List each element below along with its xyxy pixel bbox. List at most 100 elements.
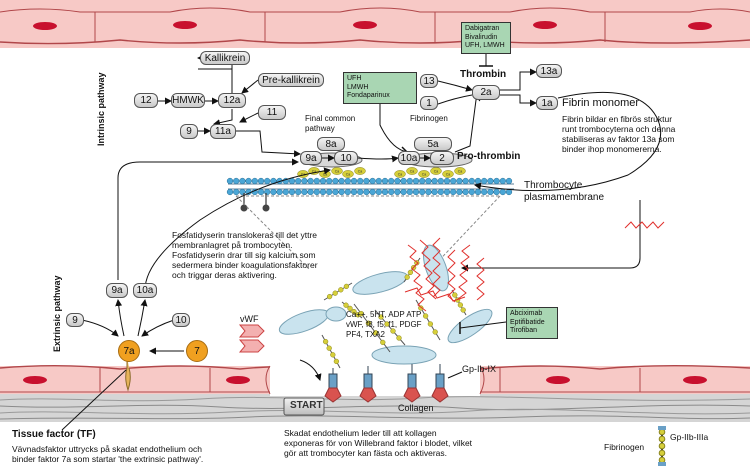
factor-1: 1 bbox=[420, 96, 438, 110]
platelet-membrane bbox=[226, 177, 514, 196]
fibrinogen-bead bbox=[457, 302, 464, 308]
gap-edge-left bbox=[265, 365, 271, 395]
factor-7a: 7a bbox=[118, 340, 140, 362]
lipid-head bbox=[419, 188, 426, 196]
lipid-head bbox=[288, 188, 296, 196]
collagen-fiber bbox=[0, 404, 750, 411]
phosphatidylserine-text: Fosfatidyserin translokeras till det ytt… bbox=[172, 230, 318, 280]
fibrinogen-bead bbox=[326, 293, 333, 300]
lipid-head bbox=[357, 188, 364, 196]
tissue-factor-pointer bbox=[61, 369, 127, 431]
lipid-head bbox=[493, 188, 500, 196]
lipid-head bbox=[307, 188, 314, 196]
start-button[interactable]: START bbox=[290, 400, 323, 411]
top-cell-nucleus bbox=[533, 21, 557, 29]
lipid-head bbox=[369, 177, 376, 185]
fibrinogen-bead bbox=[358, 310, 364, 317]
fibrinogen-bead bbox=[330, 352, 336, 358]
lipid-head bbox=[406, 188, 413, 196]
arrow-13-to-2a bbox=[437, 80, 473, 92]
lipid-head bbox=[319, 188, 327, 196]
top-cell-nucleus bbox=[173, 21, 197, 29]
fibrinogen-bead bbox=[343, 302, 349, 308]
lipid-head bbox=[425, 188, 432, 196]
factor-8a: 8a bbox=[317, 137, 345, 151]
gp-inhibitor-drugs: Abciximab Eptifibatide Tirofiban bbox=[506, 307, 558, 339]
legend-fibrinogen-gp-glyph bbox=[658, 426, 666, 466]
arrow-2a-to-13a bbox=[500, 68, 537, 91]
fibrinogen-bead bbox=[390, 328, 396, 334]
lipid-head bbox=[369, 188, 376, 196]
projection-line bbox=[235, 195, 311, 271]
legend-fibrinogen-label: Fibrinogen bbox=[604, 442, 645, 452]
factor-11: 11 bbox=[258, 105, 286, 120]
factor-1a: 1a bbox=[536, 96, 558, 110]
lipid-head bbox=[332, 188, 339, 196]
calcium-ion bbox=[418, 170, 430, 178]
start-button-shape bbox=[283, 397, 325, 416]
lipid-head bbox=[257, 177, 265, 185]
calcium-ion bbox=[342, 170, 354, 178]
lipid-head bbox=[456, 188, 463, 196]
lipid-head bbox=[425, 177, 432, 185]
arrow-1a-loop bbox=[474, 91, 662, 192]
bottom-cell-nucleus bbox=[546, 376, 570, 384]
activated-platelets bbox=[278, 244, 493, 365]
top-wall-inner-line bbox=[0, 7, 750, 13]
lipid-head bbox=[233, 188, 240, 196]
calcium-ion bbox=[454, 167, 466, 175]
lipid-head bbox=[257, 188, 265, 196]
lipid-head bbox=[406, 177, 413, 185]
collagen-label: Collagen bbox=[398, 403, 434, 413]
fibrin-monomer-label: Fibrin monomer bbox=[562, 97, 640, 109]
fibrinogen-bead bbox=[404, 274, 410, 280]
factor-2: 2 bbox=[430, 151, 454, 165]
lipid-head bbox=[295, 188, 302, 196]
thrombin-inhibitor-drugs: Dabigatran Bivalirudin UFH, LMWH bbox=[461, 22, 511, 54]
factor-10: 10 bbox=[334, 151, 358, 165]
calcium-ion-label: Ca bbox=[422, 173, 427, 177]
factor-13: 13 bbox=[420, 74, 438, 88]
arrow-prekallikrein bbox=[241, 79, 259, 94]
inhibit-gp-line bbox=[459, 321, 507, 329]
lipid-head bbox=[487, 177, 494, 185]
arrow-2a-to-1a bbox=[500, 94, 537, 107]
lipid-head bbox=[481, 177, 488, 185]
factor-13a: 13a bbox=[536, 64, 562, 78]
fibrin-description: Fibrin bildar en fibrös struktur runt tr… bbox=[562, 114, 676, 154]
fibrin-strand bbox=[432, 237, 441, 298]
arrow-9-to-7a bbox=[81, 319, 119, 337]
receptor bbox=[431, 364, 449, 403]
lipid-head bbox=[313, 177, 320, 185]
lipid-head bbox=[239, 177, 246, 185]
factor-10a-extrinsic: 10a bbox=[133, 283, 157, 298]
factor-11a: 11a bbox=[210, 124, 236, 139]
calcium-ion bbox=[354, 167, 366, 175]
endothelium-text: Skadat endothelium leder till att kollag… bbox=[284, 428, 473, 458]
lipid-head bbox=[394, 177, 401, 185]
lipid-head bbox=[332, 177, 339, 185]
collagen-fiber bbox=[0, 396, 750, 402]
pro-thrombin-label: Pro-thrombin bbox=[457, 151, 521, 162]
tissue-factor-stalk bbox=[125, 356, 131, 392]
receptor bbox=[324, 368, 342, 403]
lipid-head bbox=[381, 177, 389, 185]
phosphatidylserine-head bbox=[262, 204, 270, 212]
calcium-ion bbox=[394, 170, 406, 178]
fibrinogen-bead bbox=[372, 330, 379, 336]
top-cell-nucleus bbox=[353, 21, 377, 29]
calcium-ion-label: Ca bbox=[410, 170, 415, 174]
inhibit-xa-line bbox=[379, 96, 409, 153]
fibrin-strand bbox=[476, 257, 485, 301]
membrane-heads-inner bbox=[226, 188, 513, 196]
factor-2a: 2a bbox=[472, 85, 500, 100]
lipid-head bbox=[381, 188, 389, 196]
lipid-head bbox=[251, 177, 258, 185]
lipid-head bbox=[226, 188, 234, 196]
lipid-head bbox=[282, 188, 289, 196]
factor-12a: 12a bbox=[218, 93, 246, 108]
lipid-head bbox=[431, 177, 438, 185]
